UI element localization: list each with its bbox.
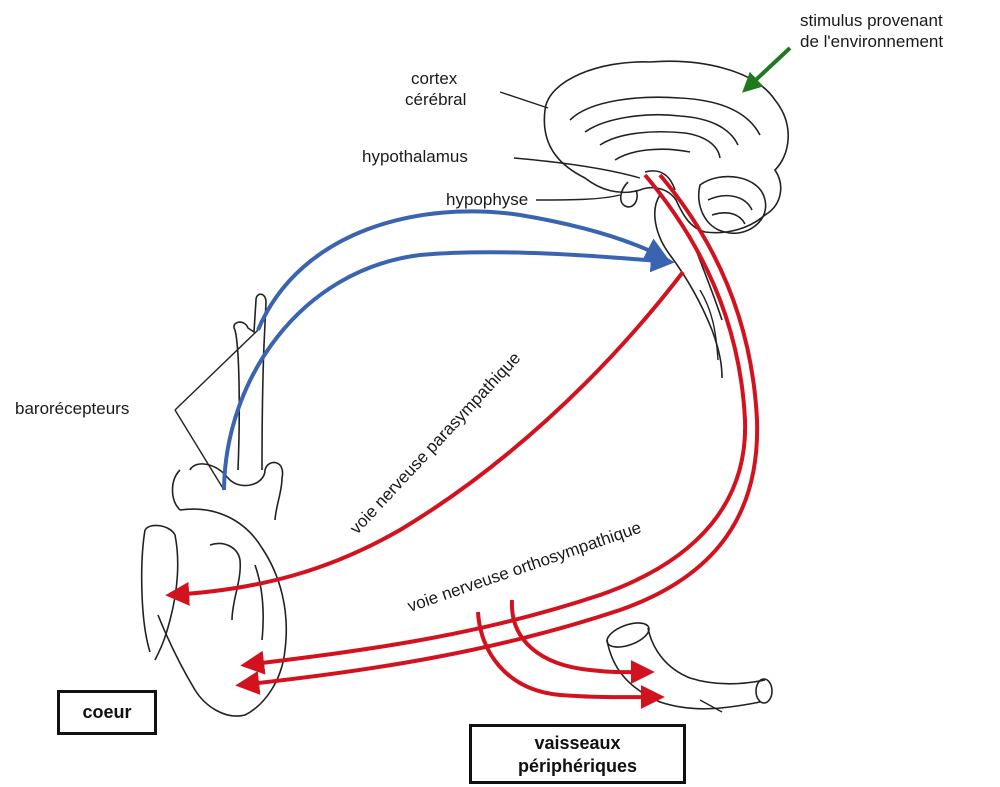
orthosympathetic-pathway-1	[245, 175, 745, 665]
cerebellum	[699, 177, 766, 234]
hypophyse-shape	[621, 182, 637, 207]
label-cortex-line1: cortex	[405, 68, 466, 89]
box-vaisseaux-line2: périphériques	[472, 755, 683, 778]
leader-lines	[175, 92, 722, 712]
label-cortex: cortex cérébral	[405, 68, 466, 110]
label-stimulus: stimulus provenant de l'environnement	[800, 10, 943, 52]
box-coeur-label: coeur	[82, 702, 131, 722]
box-coeur: coeur	[57, 690, 157, 735]
label-stimulus-line1: stimulus provenant	[800, 10, 943, 31]
label-stimulus-line2: de l'environnement	[800, 31, 943, 52]
label-cortex-line2: cérébral	[405, 89, 466, 110]
blue-pathway-1	[258, 211, 665, 330]
cortex-outline	[544, 61, 788, 232]
stimulus-arrow	[745, 48, 790, 90]
label-voie-orthosympathique: voie nerveuse orthosympathique	[405, 518, 644, 616]
brain-illustration	[544, 61, 788, 378]
box-vaisseaux: vaisseaux périphériques	[469, 724, 686, 784]
label-barorecepteurs: barorécepteurs	[15, 398, 129, 419]
brainstem	[655, 195, 722, 378]
label-hypophyse: hypophyse	[446, 189, 528, 210]
afferent-pathways	[224, 211, 670, 490]
box-vaisseaux-line1: vaisseaux	[472, 732, 683, 755]
label-hypothalamus: hypothalamus	[362, 146, 468, 167]
blue-pathway-2	[224, 252, 670, 490]
